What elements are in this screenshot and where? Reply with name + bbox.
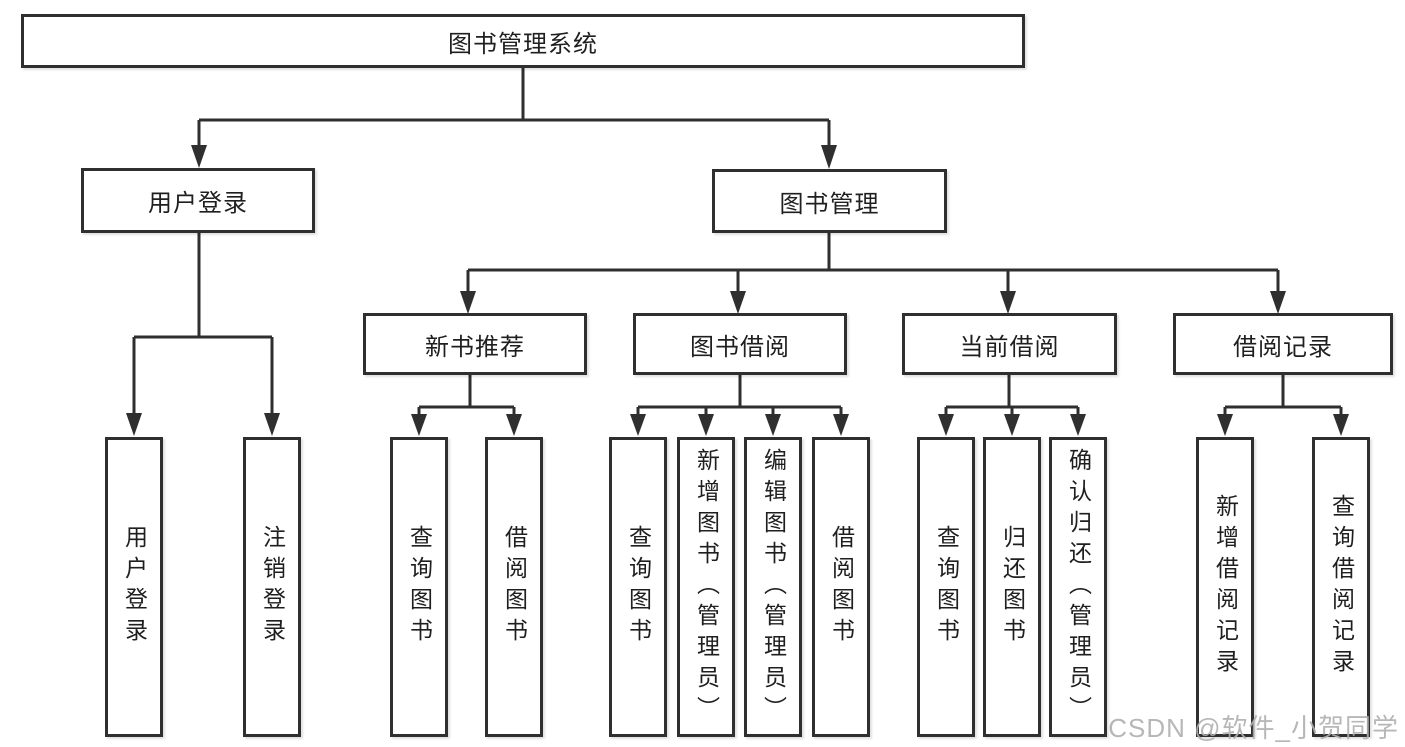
- leaf-query-books-recommend: 查询图书: [390, 437, 448, 737]
- leaf-borrow-books-recommend: 借阅图书: [485, 437, 543, 737]
- node-new-book-recommend: 新书推荐: [363, 313, 587, 375]
- leaf-confirm-return-admin: 确认归还（管理员）: [1049, 437, 1107, 737]
- leaf-query-books-current: 查询图书: [917, 437, 975, 737]
- node-borrowing-records: 借阅记录: [1173, 313, 1393, 375]
- leaf-query-books-borrowing: 查询图书: [609, 437, 667, 737]
- node-user-login: 用户登录: [81, 168, 315, 233]
- leaf-user-login: 用户登录: [105, 437, 163, 737]
- node-book-borrowing: 图书借阅: [633, 313, 847, 375]
- watermark-text: CSDN @软件_小贺同学: [1108, 713, 1399, 743]
- leaf-logout-login: 注销登录: [243, 437, 301, 737]
- node-root-system: 图书管理系统: [21, 14, 1025, 68]
- leaf-query-borrow-record: 查询借阅记录: [1312, 437, 1370, 737]
- leaf-add-books-admin: 新增图书（管理员）: [677, 437, 735, 737]
- node-book-management: 图书管理: [712, 169, 947, 233]
- node-current-borrowing: 当前借阅: [902, 313, 1117, 375]
- leaf-return-books: 归还图书: [983, 437, 1041, 737]
- leaf-edit-books-admin: 编辑图书（管理员）: [744, 437, 802, 737]
- leaf-borrow-books: 借阅图书: [812, 437, 870, 737]
- leaf-add-borrow-record: 新增借阅记录: [1196, 437, 1254, 737]
